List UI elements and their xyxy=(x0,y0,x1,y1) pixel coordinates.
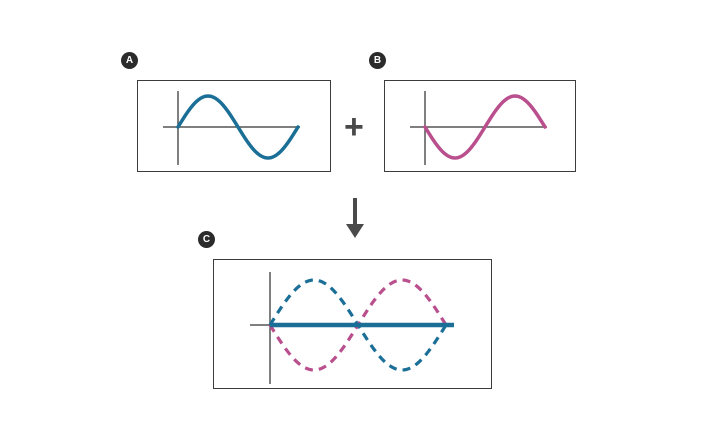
plus-operator: + xyxy=(344,108,364,146)
panel-a-plot xyxy=(163,91,300,165)
panel-c xyxy=(213,259,492,389)
panel-a xyxy=(137,80,331,172)
panel-b-plot xyxy=(410,91,547,165)
badge-c: C xyxy=(198,231,215,248)
wave-b xyxy=(423,94,547,160)
badge-b: B xyxy=(369,52,386,69)
badge-a: A xyxy=(121,52,138,69)
panel-b xyxy=(384,80,576,172)
down-arrow-icon xyxy=(346,198,364,238)
wave-a xyxy=(176,94,300,160)
panel-c-plot xyxy=(250,272,454,384)
